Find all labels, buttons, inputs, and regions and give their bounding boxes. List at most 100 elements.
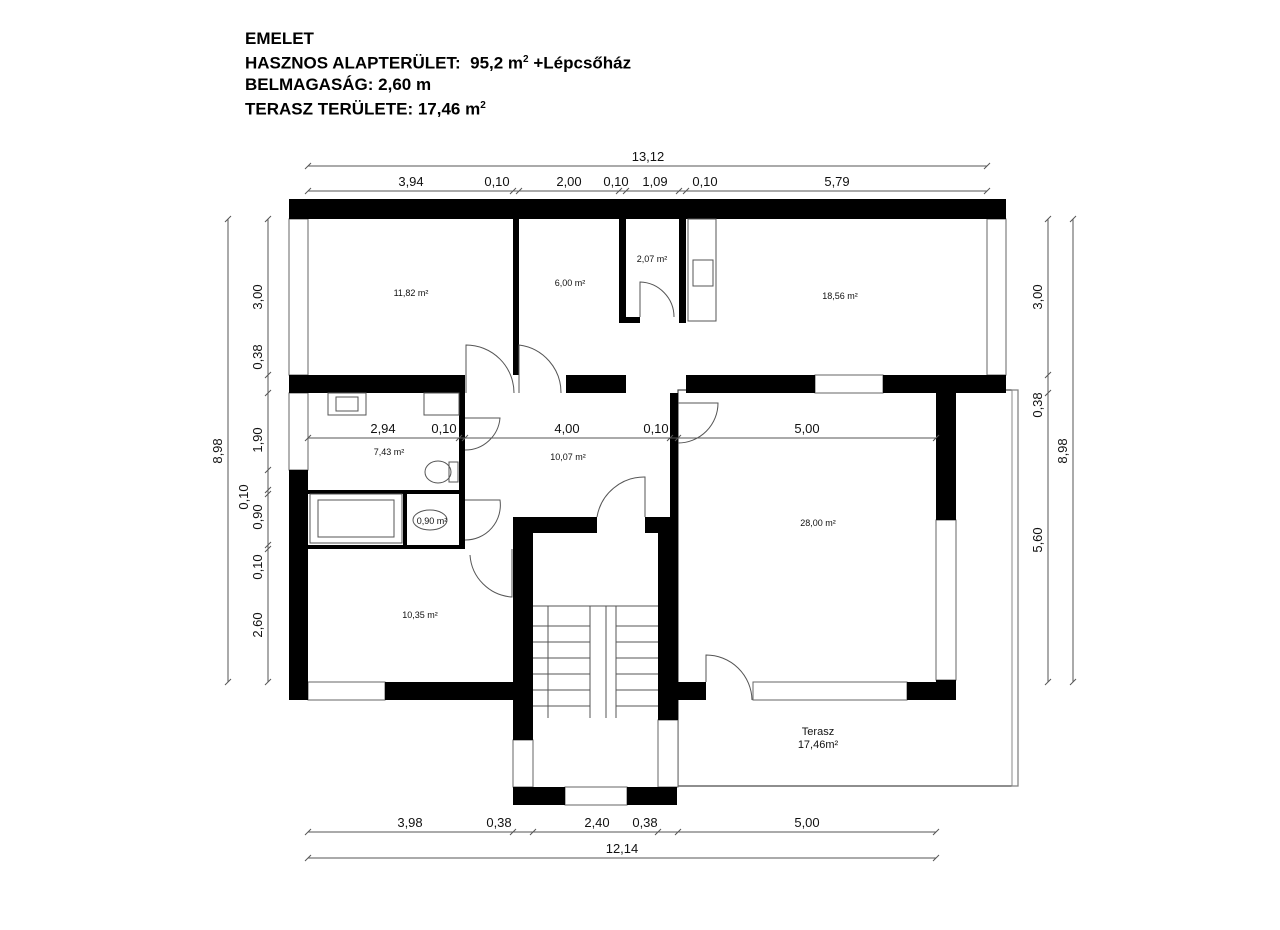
dimension-label: 0,38: [486, 815, 511, 830]
dimension-label: 0,10: [603, 174, 628, 189]
dimension-line: [304, 434, 312, 442]
room-area: 2,07 m²: [637, 254, 668, 264]
dimension-line: [682, 187, 690, 195]
window: [512, 739, 534, 788]
dimension-label: 3,00: [250, 284, 265, 309]
dimension-line: [1044, 678, 1052, 686]
dimension-label: 2,60: [250, 612, 265, 637]
dimension-line: [932, 854, 940, 862]
dimension-line: [461, 434, 469, 442]
dimension-line: [455, 434, 463, 442]
dimension-line: [1044, 371, 1052, 379]
dimension-label: 3,98: [397, 815, 422, 830]
dimension-label: 3,00: [1030, 284, 1045, 309]
usable-area: HASZNOS ALAPTERÜLET: 95,2 m2 +Lépcsőház: [245, 49, 631, 74]
terrace-area-sup: 2: [480, 99, 486, 111]
door-swing: [464, 499, 501, 541]
floor-title: EMELET: [245, 29, 314, 48]
plan-header: EMELET HASZNOS ALAPTERÜLET: 95,2 m2 +Lép…: [245, 28, 631, 119]
window: [657, 719, 679, 788]
dimension-line: [675, 187, 683, 195]
dimension-line: [224, 215, 232, 223]
toilet-icon: [412, 509, 448, 531]
door-swing: [677, 402, 719, 444]
window: [814, 374, 884, 394]
dimension-line: [264, 215, 272, 223]
usable-area-value: 95,2 m: [470, 53, 524, 73]
room-area: 10,07 m²: [550, 452, 586, 462]
door-swing: [705, 654, 753, 701]
stove-icon: [692, 259, 714, 287]
dimension-label: 3,94: [398, 174, 423, 189]
dimension-label: 2,00: [556, 174, 581, 189]
toilet-tank-icon: [448, 461, 459, 483]
window: [288, 392, 309, 471]
dimension-label: 0,38: [1030, 392, 1045, 417]
bathtub-inner: [317, 499, 395, 538]
room-area: 11,82 m²: [394, 288, 429, 298]
dimension-line: [304, 854, 312, 862]
door-swing: [464, 417, 501, 451]
dimension-line: [622, 187, 630, 195]
dimension-line: [1044, 215, 1052, 223]
room-area: 10,35 m²: [402, 610, 438, 620]
terrace-railing: [1011, 389, 1019, 787]
dimension-line: [1069, 215, 1077, 223]
windows: [288, 218, 1007, 806]
terrace-area: 17,46m²: [798, 739, 839, 751]
kitchen-counter: [687, 218, 717, 322]
dimension-line: [983, 187, 991, 195]
dimension-label: 8,98: [1055, 438, 1070, 463]
ceiling-height: BELMAGASÁG: 2,60 m: [245, 74, 432, 94]
usable-area-label: HASZNOS ALAPTERÜLET:: [245, 53, 461, 73]
dimension-line: [304, 162, 312, 170]
dimension-label: 0,10: [643, 421, 668, 436]
doors: [464, 281, 753, 701]
dimension-label: 5,60: [1030, 527, 1045, 552]
dimension-label: 2,40: [584, 815, 609, 830]
dimension-line: [615, 187, 623, 195]
sink-basin-icon: [335, 396, 359, 412]
dimension-line: [932, 434, 940, 442]
terrace-area-text: TERASZ TERÜLETE: 17,46 m: [245, 99, 481, 119]
door-swing: [465, 344, 515, 394]
dimension-line: [304, 828, 312, 836]
sink-icon: [327, 392, 367, 416]
dimension-label: 5,00: [794, 421, 819, 436]
door-swing: [518, 344, 562, 394]
dimension-line: [983, 162, 991, 170]
fixtures: [309, 218, 717, 718]
usable-area-sup: 2: [523, 54, 529, 65]
dimension-line: [674, 434, 682, 442]
window: [986, 218, 1007, 376]
dimension-line: [264, 486, 272, 494]
dimension-line: [264, 678, 272, 686]
dimension-line: [509, 187, 517, 195]
dimension-line: [264, 541, 272, 549]
terrace-area-header: TERASZ TERÜLETE: 17,46 m2: [245, 95, 631, 120]
dimension-label: 1,90: [250, 427, 265, 452]
door-swing: [596, 476, 646, 518]
dimension-label: 13,12: [632, 149, 665, 164]
dimension-label: 0,10: [431, 421, 456, 436]
dimension-line: [666, 434, 674, 442]
dimension-line: [674, 828, 682, 836]
dimension-label: 4,00: [554, 421, 579, 436]
room-area: 28,00 m²: [800, 518, 836, 528]
dimension-line: [509, 828, 517, 836]
dimension-label: 5,79: [824, 174, 849, 189]
dimension-label: 0,38: [250, 344, 265, 369]
toilet-icon: [424, 460, 452, 484]
window: [288, 218, 309, 376]
walls: [289, 199, 1006, 805]
usable-area-extra: +Lépcsőház: [533, 53, 632, 73]
terrace-outline: [677, 389, 1019, 787]
dimension-label: 0,10: [250, 554, 265, 579]
dimension-line: [264, 389, 272, 397]
dimension-line: [264, 545, 272, 553]
dimension-label: 12,14: [606, 841, 639, 856]
dimension-label: 5,00: [794, 815, 819, 830]
dimension-line: [515, 187, 523, 195]
window: [935, 519, 957, 681]
